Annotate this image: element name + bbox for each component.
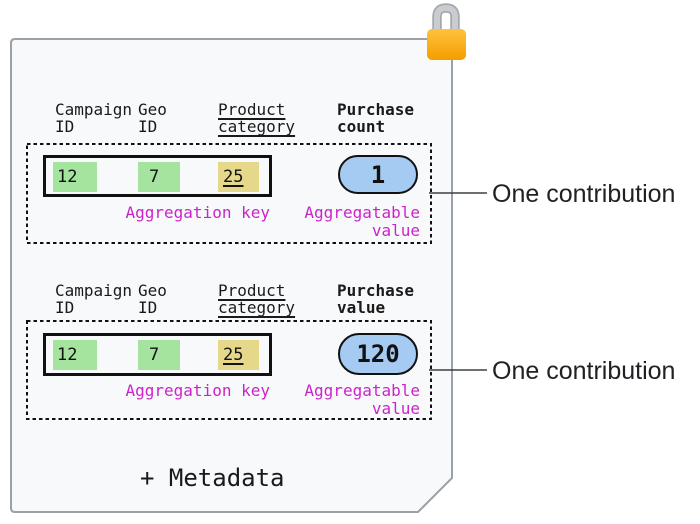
aggregation-key-box bbox=[43, 333, 272, 376]
metadata-footer-label: + Metadata bbox=[140, 464, 285, 492]
key-cell-geo-id: 7 bbox=[138, 340, 180, 370]
key-cell-product-category-value: 25 bbox=[223, 167, 244, 187]
aggregatable-value-pill: 1 bbox=[338, 155, 418, 194]
column-header-geo-id: Geo ID bbox=[138, 281, 167, 317]
aggregatable-value-pill: 120 bbox=[338, 333, 418, 375]
key-cell-campaign-id: 12 bbox=[53, 162, 97, 192]
aggregatable-value-label: Aggregatable value bbox=[304, 203, 420, 240]
key-cell-geo-id: 7 bbox=[138, 162, 180, 192]
key-cell-campaign-id: 12 bbox=[53, 340, 97, 370]
contribution-dashed-box-2 bbox=[26, 320, 432, 420]
aggregation-key-label: Aggregation key bbox=[125, 203, 271, 222]
column-header-campaign-id: Campaign ID bbox=[55, 100, 133, 136]
one-contribution-annotation-2: One contribution bbox=[492, 357, 676, 385]
key-cell-product-category-value: 25 bbox=[223, 345, 244, 365]
column-header-geo-id: Geo ID bbox=[138, 100, 167, 136]
lock-icon bbox=[427, 3, 466, 60]
column-header-product-category: Product category bbox=[218, 281, 296, 317]
column-header-purchase-count: Purchase count bbox=[337, 100, 415, 136]
column-header-purchase-value: Purchase value bbox=[337, 281, 415, 317]
contribution-dashed-box-1 bbox=[26, 143, 432, 244]
column-header-product-category: Product category bbox=[218, 100, 296, 136]
column-header-campaign-id: Campaign ID bbox=[55, 281, 133, 317]
aggregation-key-label: Aggregation key bbox=[125, 381, 271, 400]
aggregatable-value-label: Aggregatable value bbox=[304, 381, 420, 418]
key-cell-product-category: 25 bbox=[218, 162, 259, 192]
key-cell-product-category: 25 bbox=[218, 340, 259, 370]
aggregation-key-box bbox=[43, 155, 272, 197]
one-contribution-annotation-1: One contribution bbox=[492, 180, 676, 208]
